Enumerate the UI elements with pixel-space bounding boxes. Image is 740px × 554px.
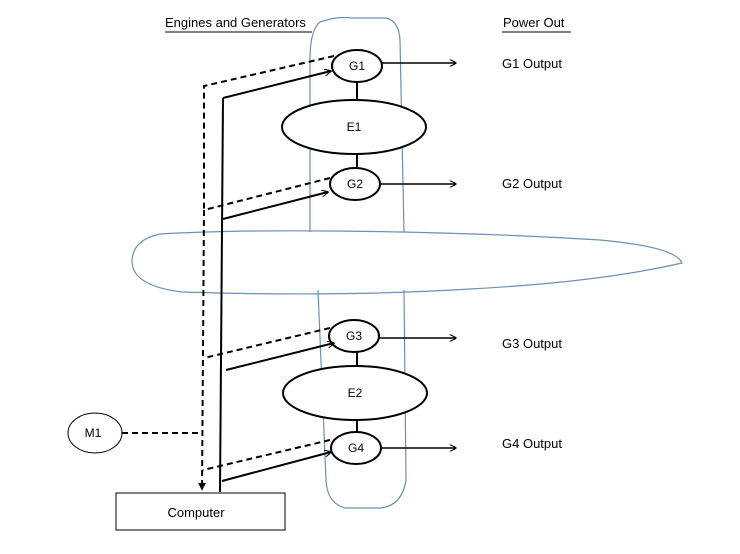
g3-control-line xyxy=(225,343,334,371)
computer-label: Computer xyxy=(167,505,225,520)
wing-outline xyxy=(131,230,683,295)
computer-box xyxy=(115,492,286,531)
generator-g3-label: G3 xyxy=(346,329,362,343)
generator-g1 xyxy=(331,49,383,83)
fuselage-outline xyxy=(309,16,407,509)
engine-e1-label: E1 xyxy=(347,120,362,134)
sensor-bus-to-computer xyxy=(198,209,207,491)
g3-output-label: G3 Output xyxy=(502,336,562,351)
header-power-out: Power Out xyxy=(503,15,565,30)
header-engines-generators: Engines and Generators xyxy=(165,15,306,30)
g1-output-label: G1 Output xyxy=(502,56,562,71)
engine-e2 xyxy=(282,365,428,421)
g2-control-line xyxy=(222,192,328,220)
g4-sensor-line xyxy=(202,439,331,471)
engine-e1 xyxy=(281,99,427,155)
control-bus xyxy=(219,97,224,493)
g4-control-line xyxy=(221,452,331,482)
g2-output-label: G2 Output xyxy=(502,176,562,191)
generator-g3 xyxy=(328,319,380,353)
generator-g1-label: G1 xyxy=(349,59,365,73)
g1-control-line xyxy=(222,71,331,99)
g3-sensor-line xyxy=(203,327,331,359)
g4-output-label: G4 Output xyxy=(502,436,562,451)
engine-e2-label: E2 xyxy=(348,386,363,400)
generator-g2-label: G2 xyxy=(347,177,363,191)
module-m1-label: M1 xyxy=(85,426,102,440)
g2-sensor-line xyxy=(203,177,331,211)
g1-sensor-line xyxy=(203,55,335,210)
generator-g4-label: G4 xyxy=(348,441,364,455)
